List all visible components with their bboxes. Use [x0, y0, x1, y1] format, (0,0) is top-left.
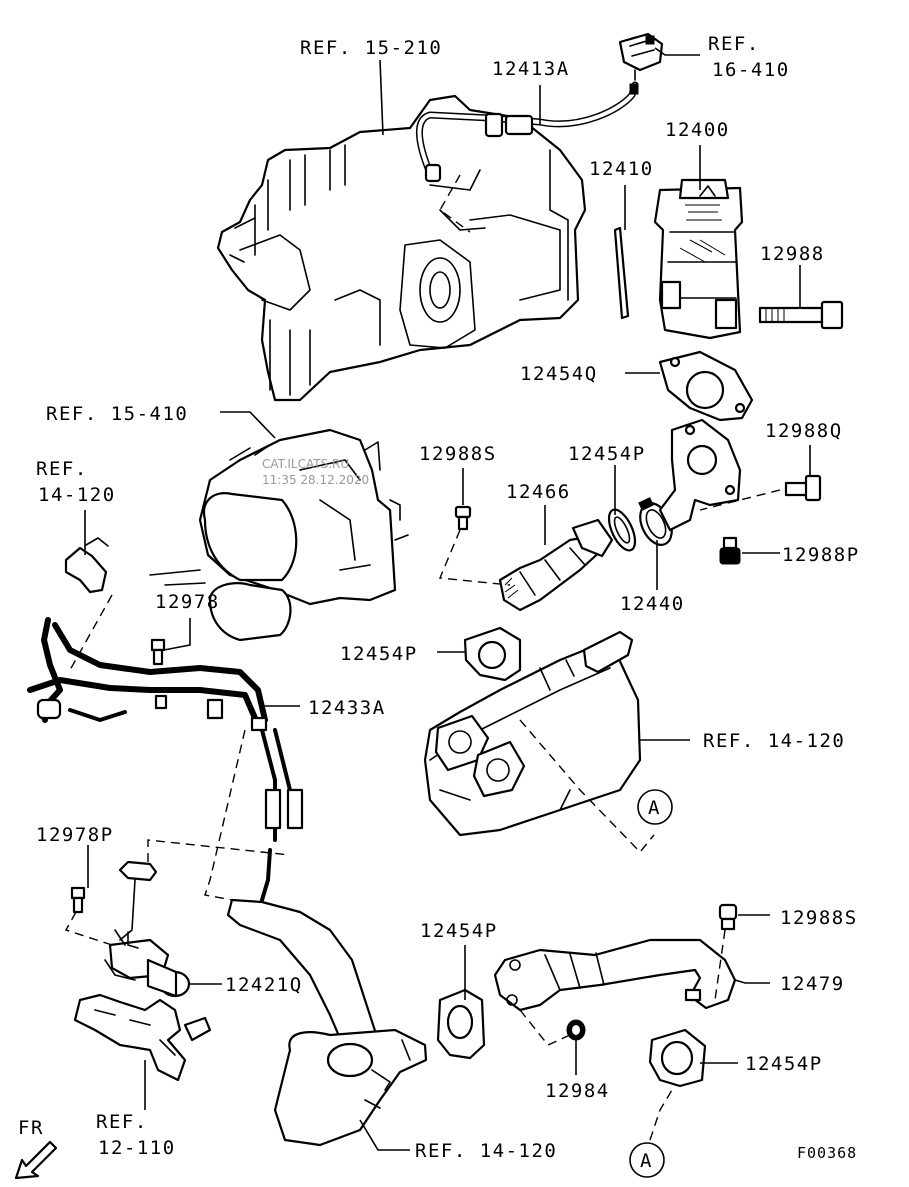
label-12410: 12410 — [589, 158, 654, 180]
bracket-12-110 — [73, 993, 212, 1082]
label-12413a: 12413A — [492, 58, 570, 80]
label-ref-14-120-bottom: REF. 14-120 — [415, 1140, 557, 1162]
label-fr: FR — [18, 1117, 44, 1139]
label-12978p: 12978P — [36, 824, 114, 846]
gasket-12454p-mid — [463, 626, 522, 682]
callout-a-bottom-circle — [629, 1142, 665, 1178]
label-12988p: 12988P — [782, 544, 860, 566]
label-12988s-bottom: 12988S — [780, 907, 858, 929]
egr-valve-12400 — [653, 178, 744, 340]
label-ref-12-110-line1: REF. — [96, 1111, 148, 1133]
watermark-line2: 11:35 28.12.2020 — [262, 473, 369, 487]
label-ref-14-120-left-line1: REF. — [36, 458, 88, 480]
label-12988q: 12988Q — [765, 420, 843, 442]
label-callout-a-bottom: A — [640, 1150, 653, 1172]
bolt-12988 — [758, 300, 844, 330]
egr-flange-elbow — [658, 418, 742, 532]
label-12400: 12400 — [665, 119, 730, 141]
vacuum-pipe-12433a — [27, 617, 304, 902]
turbocharger-15-410 — [149, 428, 409, 642]
egr-pipe-12466 — [498, 518, 614, 612]
hose-ref-14-120-left — [64, 537, 109, 594]
nut-12984 — [566, 1019, 586, 1041]
bolt-12978p — [70, 886, 86, 914]
watermark-line1: CAT.ILCATS.RU — [262, 457, 349, 471]
gasket-12454q — [658, 350, 754, 422]
label-12988s-top: 12988S — [419, 443, 497, 465]
intake-manifold-illustration — [216, 94, 587, 402]
front-direction-arrow — [14, 1140, 58, 1180]
leader-lines — [84, 47, 811, 1151]
label-12978: 12978 — [155, 591, 220, 613]
bolt-12988q — [784, 474, 822, 502]
label-12454q: 12454Q — [520, 363, 598, 385]
egr-cooler-ref-14-120 — [423, 630, 642, 837]
label-12479: 12479 — [780, 973, 845, 995]
gasket-12454p-top — [607, 508, 637, 552]
gasket-12454p-right — [648, 1028, 707, 1088]
bolt-12988s-top — [454, 505, 472, 531]
callout-a-top-circle — [637, 789, 673, 825]
bolt-12978 — [150, 638, 166, 666]
label-12454p-right: 12454P — [745, 1053, 823, 1075]
gasket-12410 — [613, 226, 630, 320]
assembly-dashed-lines — [64, 174, 781, 1141]
label-12454p-mid: 12454P — [340, 643, 418, 665]
label-ref-12-110-line2: 12-110 — [98, 1137, 176, 1159]
label-ref-16-410-line1: REF. — [708, 33, 760, 55]
label-ref-15-410: REF. 15-410 — [46, 403, 188, 425]
gasket-12454p-bottom — [436, 988, 486, 1060]
figure-code: F00368 — [797, 1144, 857, 1162]
pressure-sensor-16-410 — [618, 32, 664, 81]
label-12466: 12466 — [506, 481, 571, 503]
coolant-pipe-ref-14-120-bottom — [226, 898, 428, 1147]
label-12454p-bottom: 12454P — [420, 920, 498, 942]
label-ref-15-210: REF. 15-210 — [300, 37, 442, 59]
label-ref-16-410-line2: 16-410 — [712, 59, 790, 81]
solenoid-12421q — [104, 860, 191, 998]
egr-pipe-12479 — [493, 938, 737, 1012]
label-12421q: 12421Q — [225, 974, 303, 996]
label-ref-14-120-mid: REF. 14-120 — [703, 730, 845, 752]
bolt-12988p — [719, 536, 741, 565]
label-12433a: 12433A — [308, 697, 386, 719]
label-12988: 12988 — [760, 243, 825, 265]
label-12454p-top: 12454P — [568, 443, 646, 465]
label-12984: 12984 — [545, 1080, 610, 1102]
label-callout-a-top: A — [648, 797, 661, 819]
label-ref-14-120-left-line2: 14-120 — [38, 484, 116, 506]
bolt-12988s-bottom — [718, 903, 738, 931]
label-12440: 12440 — [620, 593, 685, 615]
